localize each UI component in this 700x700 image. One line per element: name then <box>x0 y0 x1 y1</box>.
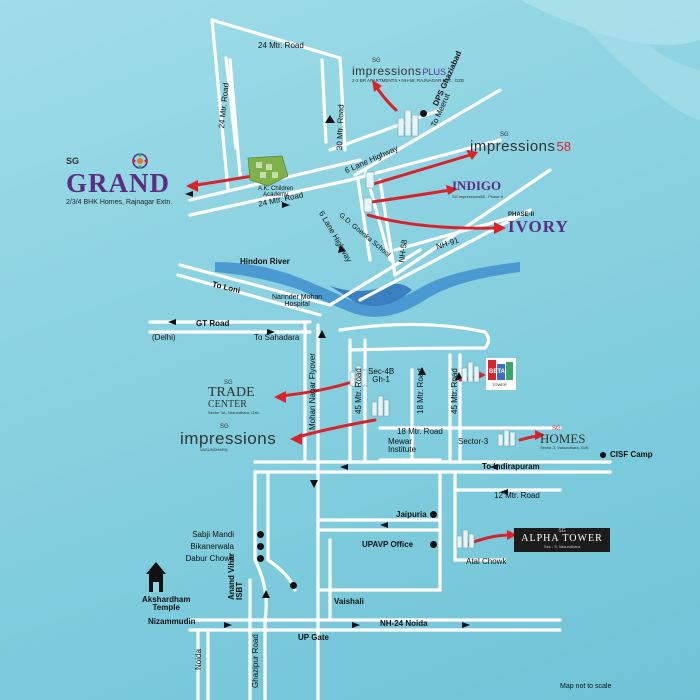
alpha-sub: Sec - 9, Vasundhara <box>543 544 581 549</box>
label-delhi: (Delhi) <box>152 333 176 342</box>
trade-center: CENTER <box>208 399 247 410</box>
hindon-river <box>215 262 520 317</box>
label-bikanerwala: Bikanerwala <box>190 542 234 551</box>
imp-name: impressions <box>180 429 277 448</box>
temple-icon <box>146 562 166 592</box>
trade-name: TRADE <box>208 385 255 400</box>
cisf-dot <box>600 452 606 458</box>
label-noida: Noida <box>194 649 203 670</box>
label-atal: Atal Chowk <box>466 557 507 566</box>
sabji-dot <box>257 531 264 538</box>
brand-beta[interactable]: BETA TOWER <box>486 358 516 390</box>
dabur-dot <box>257 555 264 562</box>
dps-dot <box>420 110 427 117</box>
label-18mtr-h: 18 Mtr. Road <box>397 427 443 436</box>
brand-indigo[interactable]: INDIGO SG impressions58 - Phase II <box>452 178 503 199</box>
label-nh24: NH-24 Noida <box>380 619 428 628</box>
imp-plus-name: impressions <box>352 64 422 78</box>
label-narinder: Narinder Mohan Hospital <box>272 294 323 308</box>
label-to-sahadara: To Sahadara <box>254 333 300 342</box>
bikanerwala-dot <box>257 543 264 550</box>
label-sector3: Sector-3 <box>458 437 489 446</box>
beta-sub: TOWER <box>492 382 507 387</box>
label-cisf: CISF Camp <box>610 450 653 459</box>
label-up-gate: UP Gate <box>298 633 329 642</box>
label-18mtr-v: 18 Mtr. Road <box>416 368 425 414</box>
homes-name: HOMES <box>540 431 586 446</box>
alpha-sg: SG <box>558 528 566 534</box>
scale-note: Map not to scale <box>560 683 612 690</box>
label-vaishali: Vaishali <box>334 597 364 606</box>
imp-plus-suffix: PLUS <box>422 67 447 77</box>
grand-sub: 2/3/4 BHK Homes, Rajnagar Extn. <box>66 199 173 206</box>
label-gt-road: GT Road <box>196 319 230 328</box>
imp58-suffix: 58 <box>556 139 571 154</box>
brand-impressions[interactable]: SG impressions VASUNDHARA <box>180 424 276 452</box>
ivory-phase: PHASE-II <box>508 212 535 218</box>
brand-homes[interactable]: SG HOMES Sector-3, Vasundhara, Gzb. <box>540 426 589 450</box>
imp-sg: SG <box>220 424 229 430</box>
indigo-name: INDIGO <box>452 178 502 193</box>
label-45mtr-a: 45 Mtr. Road <box>354 368 363 414</box>
imp-sub: VASUNDHARA <box>200 447 228 452</box>
building-clusters <box>247 109 516 549</box>
grand-sg-text: SG <box>66 156 80 166</box>
label-mewar: Mewar Institute <box>388 437 417 454</box>
label-dabur: Dabur Chowk <box>185 554 234 563</box>
imp58-name: impressions <box>470 138 556 155</box>
brand-trade-center[interactable]: SG TRADE CENTER Sector 3A, Vasundhara, G… <box>208 380 260 415</box>
label-mohan-flyover: Mohan Nagar Flyover <box>308 353 317 430</box>
label-45mtr-b: 45 Mtr. Road <box>450 368 459 414</box>
label-upavp: UPAVP Office <box>362 540 414 549</box>
imp-plus-sg: SG <box>372 58 381 64</box>
label-anand: Anand Vihar ISBT <box>227 553 244 600</box>
trade-sg: SG <box>224 380 233 386</box>
flower-logo-icon <box>132 153 148 169</box>
label-12mtr: 12 Mtr. Road <box>494 491 540 500</box>
label-jaipuria: Jaipuria <box>396 510 427 519</box>
brand-impressions-58[interactable]: SG impressions 58 <box>470 132 571 155</box>
brand-impressions-plus[interactable]: SG impressions PLUS 2-3 BR APARTMENTS • … <box>352 58 464 83</box>
anand-dot <box>290 582 297 589</box>
indigo-sub: SG impressions58 - Phase II <box>452 194 503 199</box>
brand-alpha-tower[interactable]: SG ALPHA TOWER Sec - 9, Vasundhara <box>514 528 610 552</box>
imp-plus-sub: 2-3 BR APARTMENTS • NH-58, RAJNAGAR EXT.… <box>352 78 464 83</box>
label-30mtr: 30 Mtr. Road <box>335 104 346 151</box>
ivory-name: IVORY <box>508 217 569 236</box>
brand-ivory[interactable]: PHASE-II IVORY <box>508 212 569 235</box>
label-akshardham: Akshardham Temple <box>142 595 191 612</box>
jaipuria-dot <box>430 511 437 518</box>
label-ghazipur: Ghazipur Road <box>251 634 260 688</box>
label-24mtr-top: 24 Mtr. Road <box>258 41 304 50</box>
homes-sub: Sector-3, Vasundhara, Gzb. <box>540 445 590 450</box>
label-sabji: Sabji Mandi <box>192 530 234 539</box>
grand-name: GRAND <box>66 168 170 198</box>
trade-sub: Sector 3A, Vasundhara, Gzb. <box>208 410 260 415</box>
brand-sg-grand[interactable]: SG GRAND 2/3/4 BHK Homes, Rajnagar Extn. <box>66 152 172 206</box>
beta-name: BETA <box>489 369 505 375</box>
homes-sg: SG <box>552 426 561 432</box>
label-sec4b: Sec-4B Gh-1 <box>368 367 395 384</box>
label-nizammudin: Nizammudin <box>148 617 196 626</box>
alpha-name: ALPHA TOWER <box>521 533 603 544</box>
label-indirapuram: To Indirapuram <box>482 462 540 471</box>
label-hindon: Hindon River <box>240 257 290 266</box>
label-ak-children: A.K. Children Academy <box>258 186 294 198</box>
upavp-dot <box>430 541 437 548</box>
imp58-sg: SG <box>500 132 509 138</box>
